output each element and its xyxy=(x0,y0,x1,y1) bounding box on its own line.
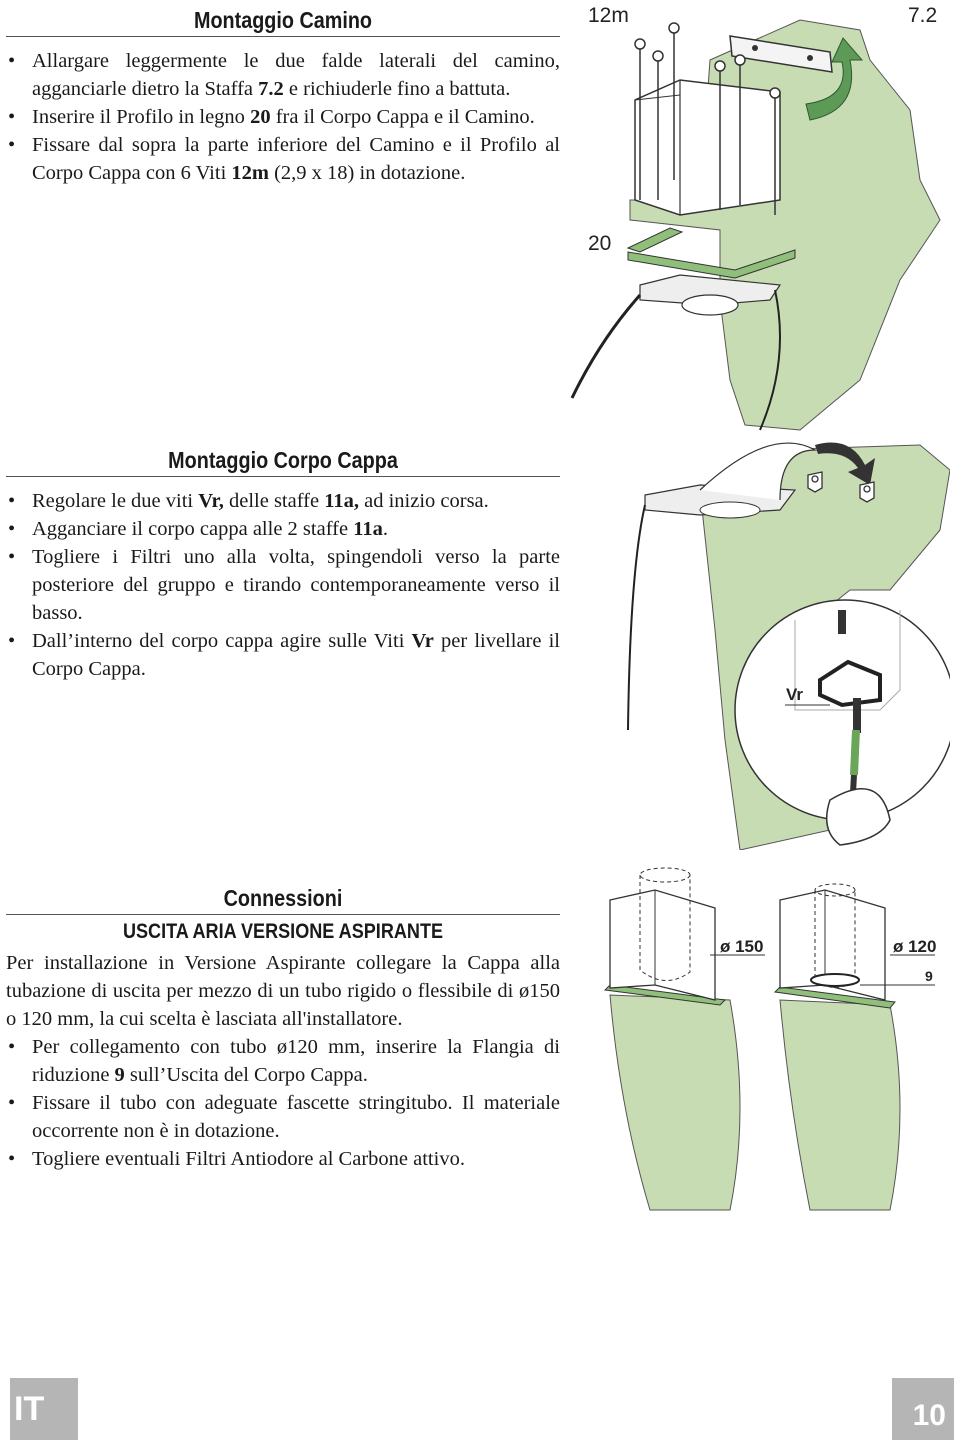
list-item: Togliere i Filtri uno alla volta, spinge… xyxy=(6,543,560,627)
ref-bold: 12m xyxy=(231,162,269,184)
section-connessioni: Connessioni USCITA ARIA VERSIONE ASPIRAN… xyxy=(6,884,560,1173)
hood-left xyxy=(609,889,716,1001)
bracket-7-2 xyxy=(729,35,833,73)
ref-bold: 11a, xyxy=(324,490,359,512)
flange-9 xyxy=(810,973,860,987)
list-item: Agganciare il corpo cappa alle 2 staffe … xyxy=(6,515,560,543)
curved-arrow-icon xyxy=(815,442,875,485)
text: sull’Uscita del Corpo Cappa. xyxy=(124,1064,368,1086)
text: Togliere eventuali Filtri Antiodore al C… xyxy=(32,1148,465,1170)
hood-outline-left xyxy=(570,294,642,399)
hood-mounting-figure: Vr xyxy=(627,442,950,850)
section-montaggio-camino: Montaggio Camino Allargare leggermente l… xyxy=(6,6,560,187)
label-9: 9 xyxy=(925,968,933,984)
section-title: Montaggio Corpo Cappa xyxy=(168,447,398,473)
text: (2,9 x 18) in dotazione. xyxy=(268,162,466,184)
curved-arrow-icon xyxy=(805,37,864,121)
text: . xyxy=(382,518,388,540)
text: delle staffe xyxy=(223,490,325,512)
text: Togliere i Filtri uno alla volta, spinge… xyxy=(32,546,560,624)
section-title: Montaggio Camino xyxy=(193,7,372,33)
text: Allargare leggermente le due falde later… xyxy=(32,50,560,100)
divider xyxy=(6,476,560,477)
instruction-list: Per collegamento con tubo ø120 mm, inser… xyxy=(6,1033,560,1173)
screw-vr xyxy=(853,698,861,733)
duct-150 xyxy=(639,875,691,981)
list-item: Inserire il Profilo in legno 20 fra il C… xyxy=(6,103,560,131)
label-150: ø 150 xyxy=(720,937,763,956)
text: Fissare dal sopra la parte inferiore del… xyxy=(32,134,560,184)
ref-bold: 11a xyxy=(353,518,383,540)
divider xyxy=(6,914,560,915)
label-120: ø 120 xyxy=(893,937,936,956)
text: Regolare le due viti xyxy=(32,490,199,512)
divider xyxy=(6,36,560,37)
list-item: Togliere eventuali Filtri Antiodore al C… xyxy=(6,1145,560,1173)
section-montaggio-corpo-cappa: Montaggio Corpo Cappa Regolare le due vi… xyxy=(6,446,560,683)
chimney-body xyxy=(634,79,781,216)
text: Dall’interno del corpo cappa agire sulle… xyxy=(32,630,412,652)
ref-bold: Vr, xyxy=(198,490,224,512)
text: Agganciare il corpo cappa alle 2 staffe xyxy=(32,518,354,540)
instruction-list: Regolare le due viti Vr, delle staffe 11… xyxy=(6,487,560,683)
brackets-11a xyxy=(807,471,875,503)
label-12m: 12m xyxy=(588,4,629,27)
page-number: 10 xyxy=(892,1378,954,1440)
text: Fissare il tubo con adeguate fascette st… xyxy=(32,1092,560,1142)
text: fra il Corpo Cappa e il Camino. xyxy=(270,106,535,128)
label-7-2: 7.2 xyxy=(908,4,937,27)
text: Inserire il Profilo in legno xyxy=(32,106,251,128)
hand xyxy=(825,788,891,846)
list-item: Regolare le due viti Vr, delle staffe 11… xyxy=(6,487,560,515)
text: per livellare il Corpo Cappa. xyxy=(32,630,560,680)
bracket-detail xyxy=(818,659,882,708)
ref-bold: 9 xyxy=(114,1064,125,1086)
text: e richiuderle fino a battuta. xyxy=(283,78,511,100)
ref-bold: Vr xyxy=(411,630,434,652)
screws-12m xyxy=(634,22,781,215)
list-item: Fissare il tubo con adeguate fascette st… xyxy=(6,1089,560,1145)
section-title: Connessioni xyxy=(223,885,343,911)
ref-bold: 7.2 xyxy=(258,78,284,100)
duct-connection-figure: ø 150 ø 120 9 xyxy=(603,867,936,1211)
chimney-assembly-figure: 12m 7.2 20 xyxy=(570,4,941,431)
text: ad inizio corsa. xyxy=(358,490,489,512)
language-badge: IT xyxy=(10,1378,78,1440)
list-item: Dall’interno del corpo cappa agire sulle… xyxy=(6,627,560,683)
list-item: Fissare dal sopra la parte inferiore del… xyxy=(6,131,560,187)
section-subtitle: USCITA ARIA VERSIONE ASPIRANTE xyxy=(122,920,444,943)
list-item: Per collegamento con tubo ø120 mm, inser… xyxy=(6,1033,560,1089)
intro-paragraph: Per installazione in Versione Aspirante … xyxy=(6,952,560,1030)
label-20: 20 xyxy=(588,232,611,255)
label-vr: Vr xyxy=(786,685,803,704)
instruction-list: Allargare leggermente le due falde later… xyxy=(6,47,560,187)
text: Per collegamento con tubo ø120 mm, inser… xyxy=(32,1036,560,1086)
profile-20 xyxy=(627,249,796,279)
list-item: Allargare leggermente le due falde later… xyxy=(6,47,560,103)
ref-bold: 20 xyxy=(250,106,271,128)
